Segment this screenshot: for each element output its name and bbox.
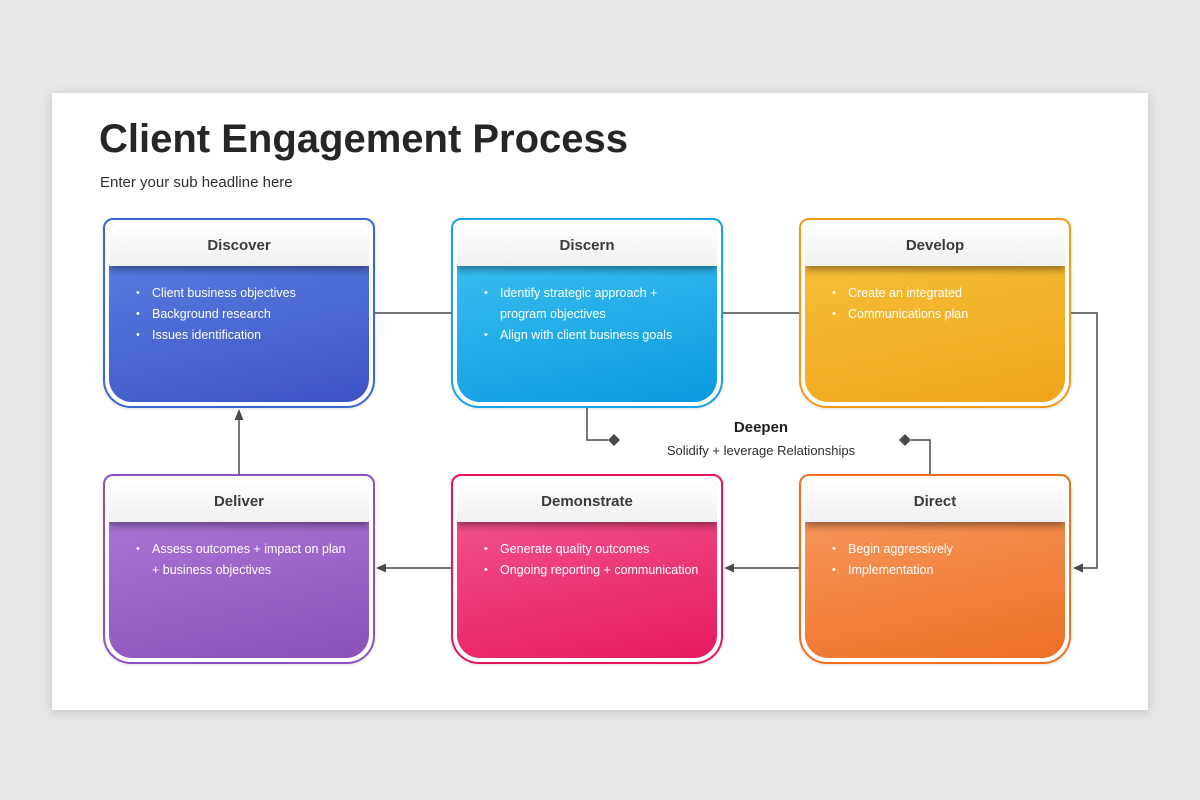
card-title: Direct bbox=[913, 492, 957, 510]
connector-markers bbox=[234, 409, 1083, 573]
card-discern: Discern Identify strategic approach + pr… bbox=[451, 218, 723, 408]
connector-deepen-direct bbox=[911, 439, 931, 474]
page-title: Client Engagement Process bbox=[99, 117, 629, 161]
arrowhead-into-deliver bbox=[376, 563, 386, 573]
arrowhead-into-direct bbox=[1073, 563, 1083, 573]
connector-develop-direct bbox=[1071, 312, 1098, 569]
bullet-item: Background research bbox=[135, 304, 353, 325]
bullet-item: Assess outcomes + impact on plan + busin… bbox=[135, 539, 353, 581]
center-label: Deepen Solidify + leverage Relationships bbox=[611, 418, 911, 461]
card-inner: Deliver Assess outcomes + impact on plan… bbox=[109, 480, 369, 658]
card-body: Client business objectives Background re… bbox=[109, 266, 369, 402]
card-inner: Discern Identify strategic approach + pr… bbox=[457, 224, 717, 402]
bullet-item: Begin aggressively bbox=[831, 539, 1049, 560]
card-title: Discern bbox=[559, 236, 615, 254]
card-header: Deliver bbox=[109, 480, 369, 522]
card-body: Generate quality outcomes Ongoing report… bbox=[457, 522, 717, 658]
card-deliver: Deliver Assess outcomes + impact on plan… bbox=[103, 474, 375, 664]
card-body: Assess outcomes + impact on plan + busin… bbox=[109, 522, 369, 658]
card-title: Discover bbox=[207, 236, 271, 254]
bullet-item: Create an integrated bbox=[831, 283, 1049, 304]
slide: Client Engagement Process Enter your sub… bbox=[52, 93, 1148, 710]
card-demonstrate: Demonstrate Generate quality outcomes On… bbox=[451, 474, 723, 664]
bullet-list: Begin aggressively Implementation bbox=[831, 539, 1049, 581]
bullet-item: Issues identification bbox=[135, 325, 353, 346]
card-inner: Discover Client business objectives Back… bbox=[109, 224, 369, 402]
bullet-item: Client business objectives bbox=[135, 283, 353, 304]
bullet-list: Create an integrated Communications plan bbox=[831, 283, 1049, 325]
card-inner: Demonstrate Generate quality outcomes On… bbox=[457, 480, 717, 658]
bullet-item: Identify strategic approach + program ob… bbox=[483, 283, 701, 325]
bullet-item: Align with client business goals bbox=[483, 325, 701, 346]
card-inner: Develop Create an integrated Communicati… bbox=[805, 224, 1065, 402]
card-title: Deliver bbox=[213, 492, 265, 510]
center-label-subtitle: Solidify + leverage Relationships bbox=[666, 443, 856, 458]
page-subtitle: Enter your sub headline here bbox=[100, 174, 293, 191]
diamond-connector-right bbox=[899, 434, 911, 446]
card-header: Discover bbox=[109, 224, 369, 266]
card-body: Create an integrated Communications plan bbox=[805, 266, 1065, 402]
center-label-title: Deepen bbox=[733, 419, 789, 436]
diamond-connector-left bbox=[608, 434, 620, 446]
card-body: Identify strategic approach + program ob… bbox=[457, 266, 717, 402]
arrowhead-into-discover bbox=[234, 409, 244, 420]
bullet-item: Communications plan bbox=[831, 304, 1049, 325]
bullet-list: Identify strategic approach + program ob… bbox=[483, 283, 701, 346]
card-header: Discern bbox=[457, 224, 717, 266]
card-header: Demonstrate bbox=[457, 480, 717, 522]
bullet-list: Assess outcomes + impact on plan + busin… bbox=[135, 539, 353, 581]
bullet-item: Generate quality outcomes bbox=[483, 539, 701, 560]
connector-lines bbox=[234, 312, 1098, 573]
card-title: Demonstrate bbox=[541, 492, 633, 510]
connector-discern-deepen bbox=[586, 408, 608, 441]
bullet-list: Generate quality outcomes Ongoing report… bbox=[483, 539, 701, 581]
card-discover: Discover Client business objectives Back… bbox=[103, 218, 375, 408]
card-develop: Develop Create an integrated Communicati… bbox=[799, 218, 1071, 408]
connector-paths bbox=[238, 312, 1098, 569]
bullet-item: Ongoing reporting + communication bbox=[483, 560, 701, 581]
card-header: Direct bbox=[805, 480, 1065, 522]
card-inner: Direct Begin aggressively Implementation bbox=[805, 480, 1065, 658]
card-header: Develop bbox=[805, 224, 1065, 266]
bullet-item: Implementation bbox=[831, 560, 1049, 581]
card-body: Begin aggressively Implementation bbox=[805, 522, 1065, 658]
card-direct: Direct Begin aggressively Implementation bbox=[799, 474, 1071, 664]
arrowhead-into-demonstrate bbox=[724, 563, 734, 573]
card-title: Develop bbox=[905, 236, 965, 254]
bullet-list: Client business objectives Background re… bbox=[135, 283, 353, 346]
